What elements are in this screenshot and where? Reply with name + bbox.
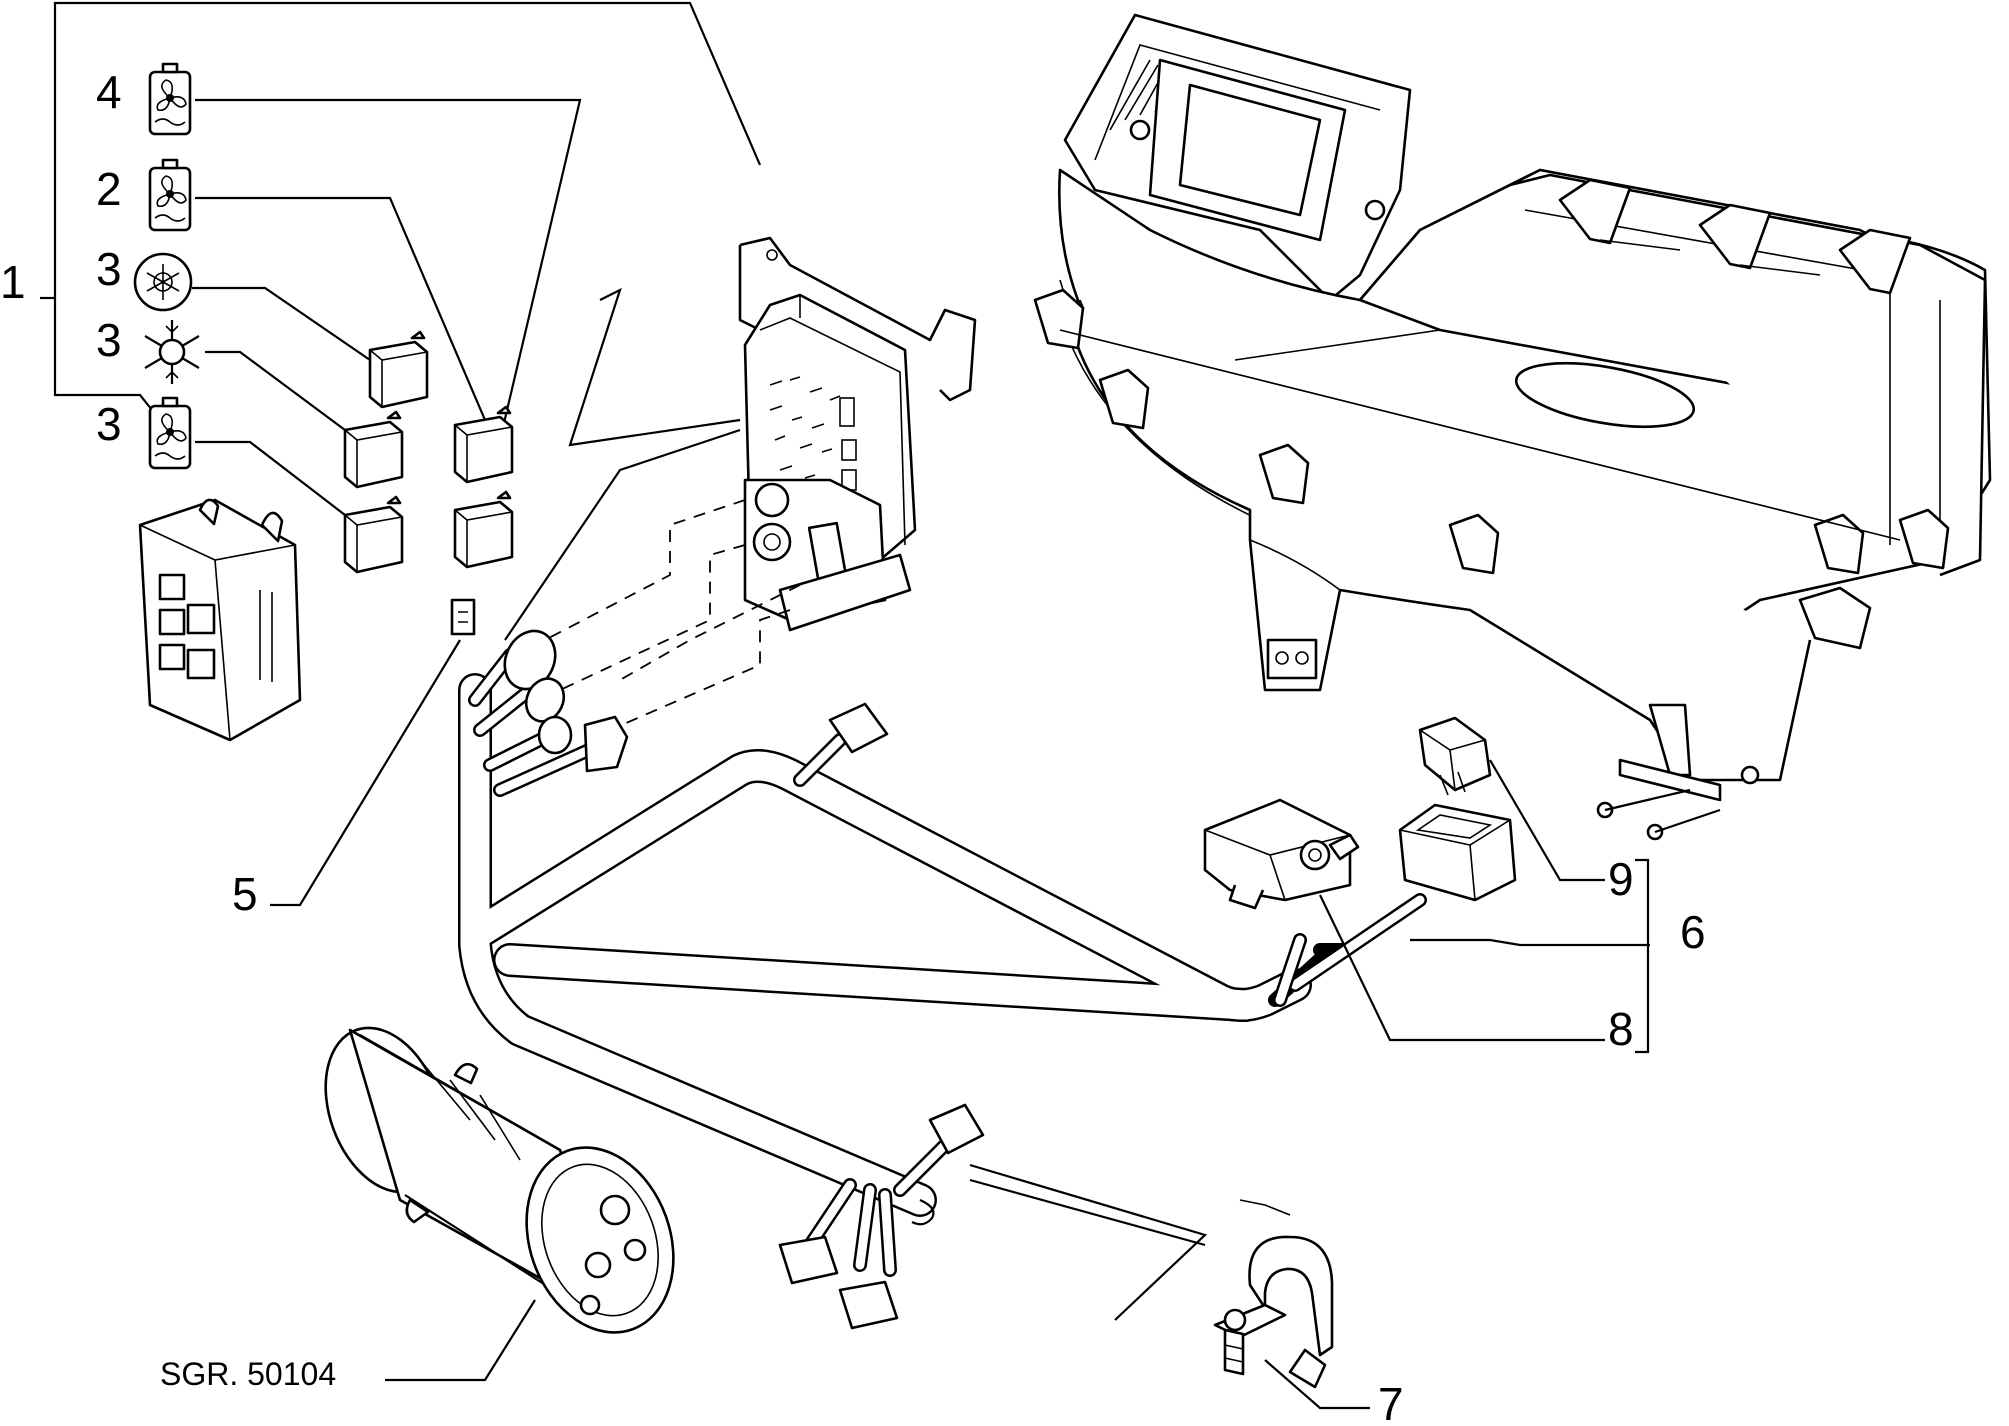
- sensor-connector-6: [1398, 803, 1517, 902]
- relay-box: [138, 498, 302, 742]
- radiator-fan-icon: [148, 396, 192, 470]
- relay: [343, 410, 404, 489]
- compressor-snowflake-icon: [133, 252, 193, 312]
- radiator-fan-icon: [148, 158, 192, 232]
- legend-item-2: 2: [96, 158, 487, 421]
- hvac-housing: [1033, 13, 1992, 841]
- relay-cubes: [343, 330, 514, 574]
- legend-item-3b: 3: [96, 314, 346, 431]
- control-module: [738, 236, 977, 632]
- wiring-harness: [458, 629, 1427, 1330]
- bracket-group-9-6-8: 9 6 8: [1319, 759, 1706, 1055]
- clamp-detail: [969, 1163, 1334, 1389]
- compressor: [324, 1026, 675, 1334]
- bracket-group-1: 1: [0, 1, 762, 421]
- callout-3a: 3: [96, 243, 122, 295]
- callout-7-group: 7: [1264, 1359, 1404, 1426]
- reference-code-group: SGR. 50104: [160, 1299, 536, 1392]
- radiator-fan-icon: [148, 62, 192, 136]
- sensor-box-8: [1203, 798, 1360, 910]
- callout-4: 4: [96, 66, 122, 118]
- callout-3b: 3: [96, 314, 122, 366]
- module-connectors: [503, 629, 629, 773]
- connection-guides: [544, 499, 801, 731]
- callout-5-group: 5: [232, 639, 461, 920]
- callout-8: 8: [1608, 1003, 1634, 1055]
- snowflake-icon: [144, 320, 200, 384]
- fuse: [450, 598, 476, 636]
- relay: [368, 330, 429, 409]
- callout-3c: 3: [96, 398, 122, 450]
- sensor-connector-9: [1418, 716, 1492, 796]
- reference-code: SGR. 50104: [160, 1356, 336, 1392]
- callout-9: 9: [1608, 853, 1634, 905]
- callout-2: 2: [96, 163, 122, 215]
- callout-6: 6: [1680, 906, 1706, 958]
- legend-item-4: 4: [96, 62, 582, 441]
- relay: [343, 495, 404, 574]
- callout-7: 7: [1378, 1378, 1404, 1426]
- legend-item-3c: 3: [96, 396, 346, 516]
- legend-item-3a: 3: [96, 243, 371, 361]
- relay: [453, 405, 514, 484]
- relay: [453, 490, 514, 569]
- callout-1: 1: [0, 256, 26, 308]
- callout-5: 5: [232, 868, 258, 920]
